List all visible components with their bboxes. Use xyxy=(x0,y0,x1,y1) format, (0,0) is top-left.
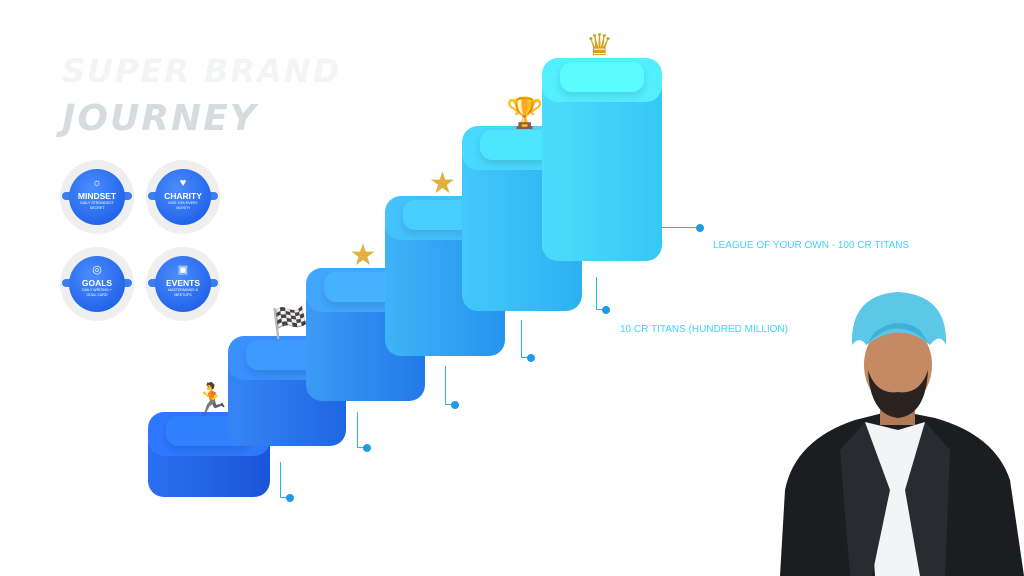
badge-label: CHARITY xyxy=(164,191,202,201)
person-photo xyxy=(780,292,1024,576)
connector-dot xyxy=(363,444,371,452)
trophy-laurel-icon: 🏆 xyxy=(506,96,544,131)
connector-line xyxy=(521,320,531,358)
presentation-icon: ▣ xyxy=(177,264,189,276)
connector-line xyxy=(357,412,367,448)
level-5-label: 10 CR TITANS (HUNDRED MILLION) xyxy=(620,324,788,335)
brain-head-icon: ☼ xyxy=(91,177,103,189)
badge-label: GOALS xyxy=(81,278,113,288)
star-award-icon: ★ xyxy=(429,166,456,201)
giving-hand-icon: ♥ xyxy=(179,177,187,189)
connector-line xyxy=(662,227,698,228)
crown-icon: ♛ xyxy=(586,28,613,63)
connector-dot xyxy=(696,224,704,232)
connector-dot xyxy=(527,354,535,362)
connector-line xyxy=(280,462,290,498)
running-man-icon: 🏃 xyxy=(193,382,231,417)
badge-label: MINDSET xyxy=(77,191,117,201)
connector-dot xyxy=(286,494,294,502)
level-6-label: LEAGUE OF YOUR OWN - 100 CR TITANS xyxy=(713,240,910,251)
title-line-2: JOURNEY xyxy=(62,98,258,139)
star-trophy-icon: ★ xyxy=(349,238,377,273)
badge-sub: DAILY WRITING + GOAL CARD xyxy=(82,288,112,297)
step-level-6: ♛ xyxy=(542,28,662,261)
title-line-1: SUPER BRAND xyxy=(62,52,342,90)
badge-label: EVENTS xyxy=(165,278,200,288)
badge-sub: DAILY STRONGEST SECRET xyxy=(80,201,114,210)
connector-dot xyxy=(451,401,459,409)
checkered-flags-icon: 🏁 xyxy=(271,306,309,341)
badge-sub: MASTERMINDS & MEETUPS xyxy=(168,288,198,297)
connector-dot xyxy=(602,306,610,314)
badge-sub: GIVE 10% EVERY MONTH xyxy=(168,201,198,210)
connector-line xyxy=(445,366,455,405)
target-icon: ◎ xyxy=(92,264,102,276)
connector-line xyxy=(596,277,606,310)
